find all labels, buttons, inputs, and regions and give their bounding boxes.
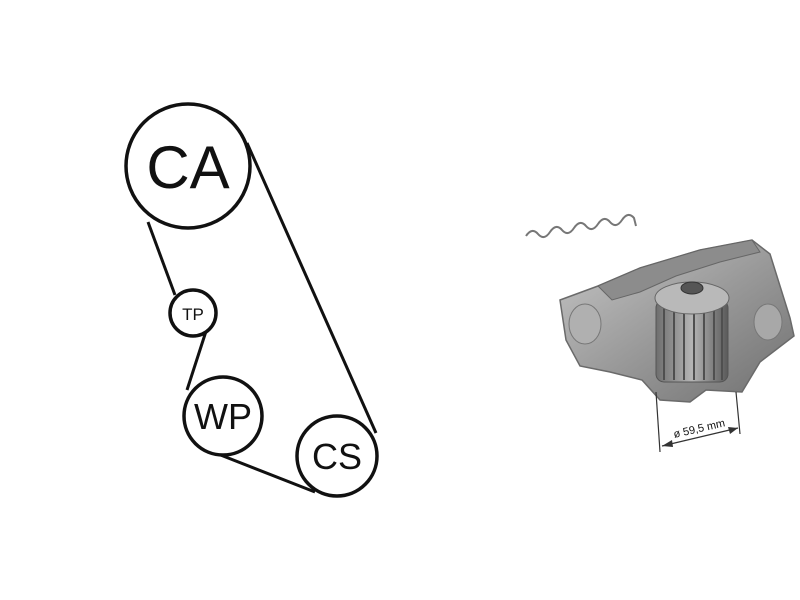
water-pump-image xyxy=(559,239,795,403)
dimension-extension-right xyxy=(735,391,741,435)
water-pump-shaft xyxy=(680,281,704,295)
dimension-arrow-left xyxy=(662,440,673,447)
pulley-tp: TP xyxy=(168,288,218,338)
dimension-extension-left xyxy=(655,391,661,453)
water-pump-boss-right xyxy=(753,303,783,341)
pulley-ca: CA xyxy=(124,102,252,230)
pulley-cs-label: CS xyxy=(312,436,362,477)
gasket-wave xyxy=(525,214,637,238)
water-pump-flange xyxy=(597,239,761,301)
pulley-wp-label: WP xyxy=(194,396,252,437)
belt-segment-ca-cs xyxy=(245,142,378,434)
pulley-ca-label: CA xyxy=(146,134,229,201)
belt-segment-cs-wp xyxy=(217,452,316,494)
pulley-wp: WP xyxy=(182,375,264,457)
dimension-line xyxy=(661,427,739,447)
water-pump-boss-left xyxy=(568,303,602,345)
belt-segment-tp-ca xyxy=(146,221,177,296)
timing-belt xyxy=(146,142,378,494)
dimension-arrow-right xyxy=(728,427,738,434)
dimension-callout xyxy=(655,391,741,453)
pulley-cs: CS xyxy=(295,414,379,498)
gear-teeth xyxy=(663,302,723,380)
pulley-tp-label: TP xyxy=(182,305,204,324)
